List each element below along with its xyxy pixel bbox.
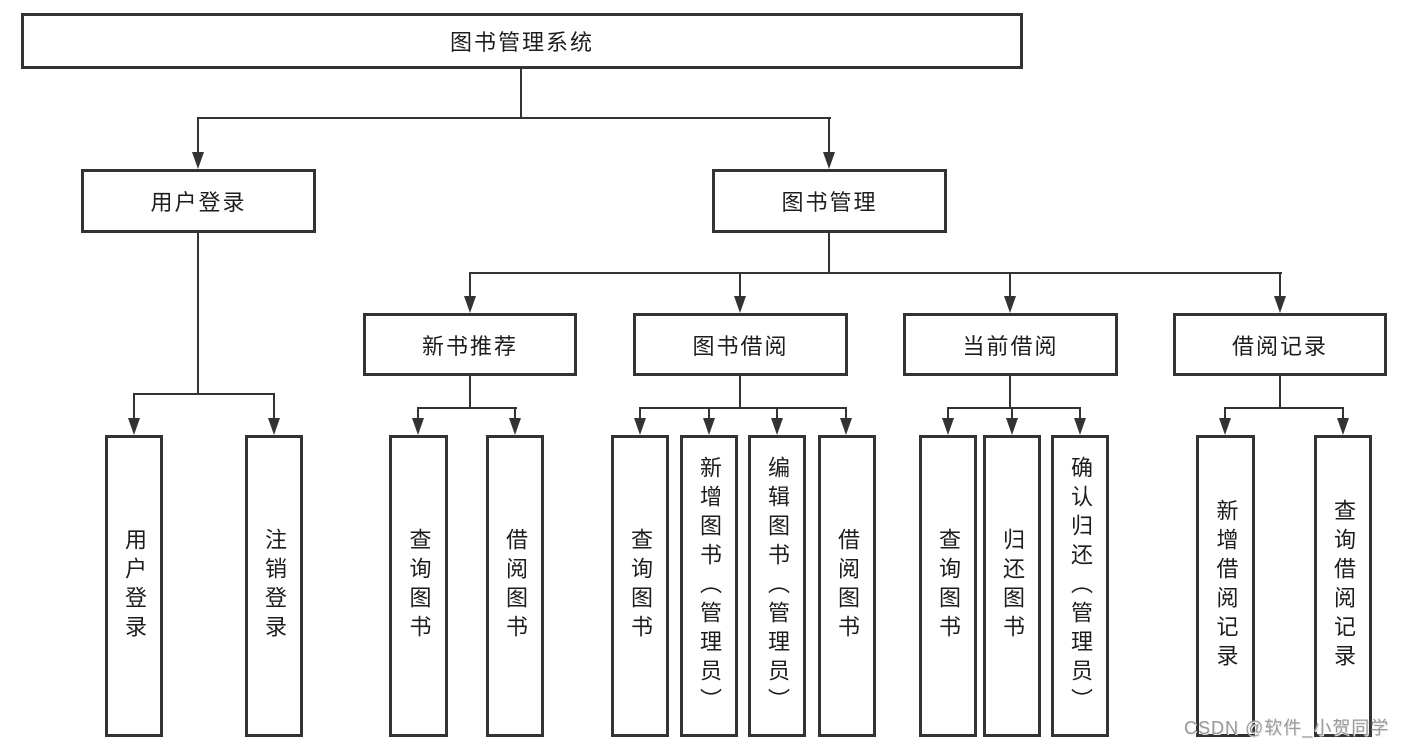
connector-line [739, 272, 741, 298]
connector-line [1009, 272, 1011, 298]
arrow-down-icon [840, 418, 852, 435]
connector-line [197, 232, 199, 395]
leaf-borrow-books-recommend: 借阅图书 [486, 435, 544, 737]
connector-line [1279, 374, 1281, 409]
connector-line [828, 232, 830, 274]
leaf-query-books-borrow: 查询图书 [611, 435, 669, 737]
leaf-return-books: 归还图书 [983, 435, 1041, 737]
connector-line [739, 374, 741, 409]
node-book-borrowing: 图书借阅 [633, 313, 848, 376]
leaf-add-books-admin: 新增图书（管理员） [680, 435, 738, 737]
connector-line [828, 117, 830, 154]
arrow-down-icon [734, 296, 746, 313]
leaf-user-login: 用户登录 [105, 435, 163, 737]
connector-line [708, 407, 710, 420]
arrow-down-icon [464, 296, 476, 313]
connector-line [273, 393, 275, 420]
arrow-down-icon [703, 418, 715, 435]
connector-line [133, 393, 135, 420]
leaf-add-borrow-record: 新增借阅记录 [1196, 435, 1255, 737]
connector-line [1342, 407, 1344, 420]
connector-line [469, 272, 1282, 274]
arrow-down-icon [192, 152, 204, 169]
connector-line [845, 407, 847, 420]
connector-line [133, 393, 275, 395]
leaf-confirm-return-admin: 确认归还（管理员） [1051, 435, 1109, 737]
leaf-query-borrow-record: 查询借阅记录 [1314, 435, 1372, 737]
node-user-login: 用户登录 [81, 169, 316, 233]
arrow-down-icon [1004, 296, 1016, 313]
arrow-down-icon [412, 418, 424, 435]
leaf-logout-login: 注销登录 [245, 435, 303, 737]
leaf-edit-books-admin: 编辑图书（管理员） [748, 435, 806, 737]
connector-line [417, 407, 419, 420]
connector-line [947, 407, 1081, 409]
connector-line [417, 407, 517, 409]
node-book-management: 图书管理 [712, 169, 947, 233]
connector-line [197, 117, 199, 154]
arrow-down-icon [1274, 296, 1286, 313]
connector-line [1009, 374, 1011, 409]
leaf-query-books-current: 查询图书 [919, 435, 977, 737]
node-current-borrowing: 当前借阅 [903, 313, 1118, 376]
arrow-down-icon [771, 418, 783, 435]
connector-line [947, 407, 949, 420]
leaf-borrow-books: 借阅图书 [818, 435, 876, 737]
connector-line [1011, 407, 1013, 420]
connector-line [1279, 272, 1281, 298]
connector-line [1224, 407, 1226, 420]
arrow-down-icon [268, 418, 280, 435]
leaf-query-books-recommend: 查询图书 [389, 435, 448, 737]
node-borrowing-records: 借阅记录 [1173, 313, 1387, 376]
arrow-down-icon [823, 152, 835, 169]
arrow-down-icon [1006, 418, 1018, 435]
arrow-down-icon [1074, 418, 1086, 435]
connector-line [469, 374, 471, 409]
connector-line [1079, 407, 1081, 420]
node-new-book-recommendation: 新书推荐 [363, 313, 577, 376]
connector-line [514, 407, 516, 420]
arrow-down-icon [1337, 418, 1349, 435]
connector-line [776, 407, 778, 420]
connector-line [639, 407, 847, 409]
connector-line [520, 68, 522, 119]
watermark: CSDN @软件_小贺同学 [1184, 718, 1390, 738]
arrow-down-icon [634, 418, 646, 435]
arrow-down-icon [1219, 418, 1231, 435]
arrow-down-icon [509, 418, 521, 435]
arrow-down-icon [128, 418, 140, 435]
arrow-down-icon [942, 418, 954, 435]
node-library-management-system: 图书管理系统 [21, 13, 1023, 69]
connector-line [639, 407, 641, 420]
connector-line [469, 272, 471, 298]
connector-line [197, 117, 831, 119]
connector-line [1224, 407, 1344, 409]
